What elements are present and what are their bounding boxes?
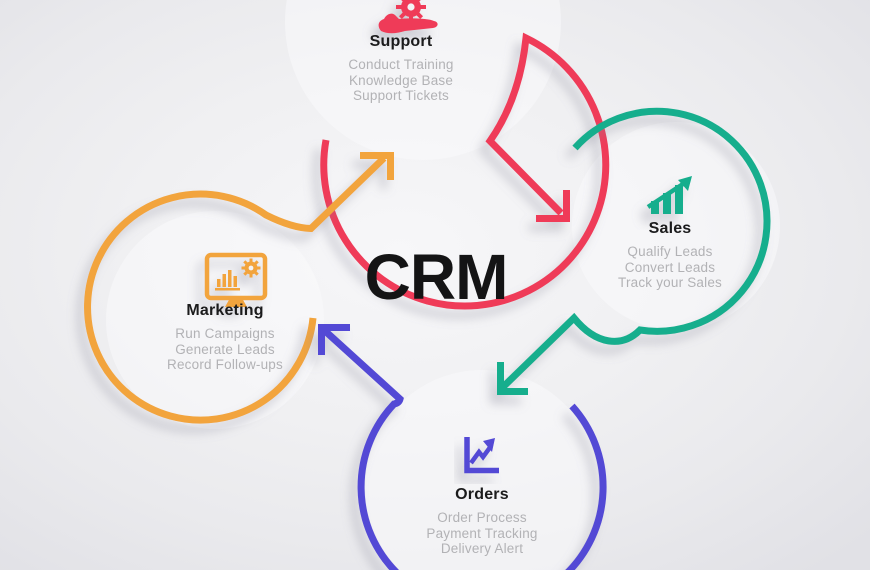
zigzag-line: [469, 444, 493, 465]
support-ring: [320, 32, 610, 310]
marketing-ring: [84, 155, 387, 424]
section-title-marketing: Marketing: [186, 302, 264, 319]
support-item: Conduct Training: [348, 57, 454, 72]
sales-label-block: Sales Qualify Leads Convert Leads Track …: [560, 220, 780, 291]
mini-bar: [228, 270, 232, 287]
section-title-orders: Orders: [455, 486, 509, 503]
gear-hole: [407, 3, 415, 11]
marketing-item: Run Campaigns: [175, 326, 275, 341]
sales-item: Qualify Leads: [627, 244, 713, 259]
sales-circle-fill: [572, 122, 780, 330]
marketing-item: Generate Leads: [175, 341, 275, 357]
marketing-ring-group: [84, 152, 394, 424]
support-label-block: Support Conduct Training Knowledge Base …: [291, 33, 511, 104]
mini-bar: [217, 279, 221, 287]
marketing-item: Record Follow-ups: [167, 357, 283, 373]
sales-ring-group: [497, 107, 771, 395]
sales-item: Track your Sales: [618, 275, 722, 291]
holding-hand: [378, 13, 438, 34]
arrow-tip: [483, 438, 495, 452]
gear-tooth: [396, 5, 402, 9]
orders-item: Payment Tracking: [426, 525, 538, 541]
monitor-stand: [225, 298, 247, 307]
support-item: Support Tickets: [352, 88, 450, 104]
orders-item: Order Process: [437, 510, 527, 525]
marketing-circle-fill: [106, 211, 324, 429]
hand-gear-icon: [378, 0, 438, 34]
orders-ring: [321, 327, 607, 570]
gear-tooth: [420, 5, 426, 9]
support-circle-fill: [285, 0, 561, 160]
orders-ring-group: [318, 324, 607, 570]
bar: [651, 201, 659, 214]
growth-chart-icon: [646, 176, 692, 214]
arrow-shaft: [646, 180, 688, 209]
marketing-label-block: Marketing Run Campaigns Generate Leads R…: [115, 302, 335, 373]
orders-label-block: Orders Order Process Payment Tracking De…: [372, 486, 592, 557]
section-title-sales: Sales: [648, 220, 692, 237]
bar: [663, 193, 671, 214]
diagram-title: CRM: [364, 241, 509, 313]
mini-bar: [233, 276, 237, 287]
axis-lines: [464, 437, 499, 474]
orders-item: Delivery Alert: [440, 541, 524, 557]
mini-gear: [241, 258, 261, 278]
trend-arrow-icon: [464, 437, 499, 474]
sales-item: Convert Leads: [624, 259, 716, 275]
support-item: Knowledge Base: [348, 72, 454, 88]
mini-bar: [222, 274, 226, 287]
section-title-support: Support: [369, 33, 433, 50]
sales-ring: [500, 107, 771, 390]
bar: [675, 185, 683, 214]
monitor-analytics-icon: [204, 252, 268, 307]
mini-baseline: [215, 288, 240, 291]
support-ring-group: [320, 32, 610, 310]
